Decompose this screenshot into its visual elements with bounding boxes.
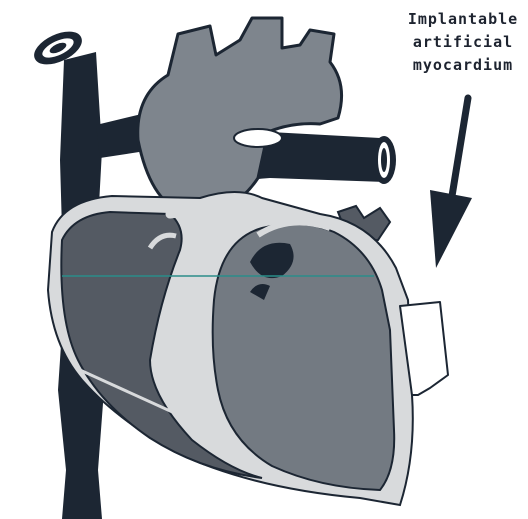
arrow-icon	[430, 98, 472, 268]
annotation-line-3: myocardium	[398, 54, 528, 77]
aorta	[138, 18, 342, 212]
annotation-line-2: artificial	[398, 31, 528, 54]
annotation-label: Implantable artificial myocardium	[398, 8, 528, 77]
annotation-line-1: Implantable	[398, 8, 528, 31]
